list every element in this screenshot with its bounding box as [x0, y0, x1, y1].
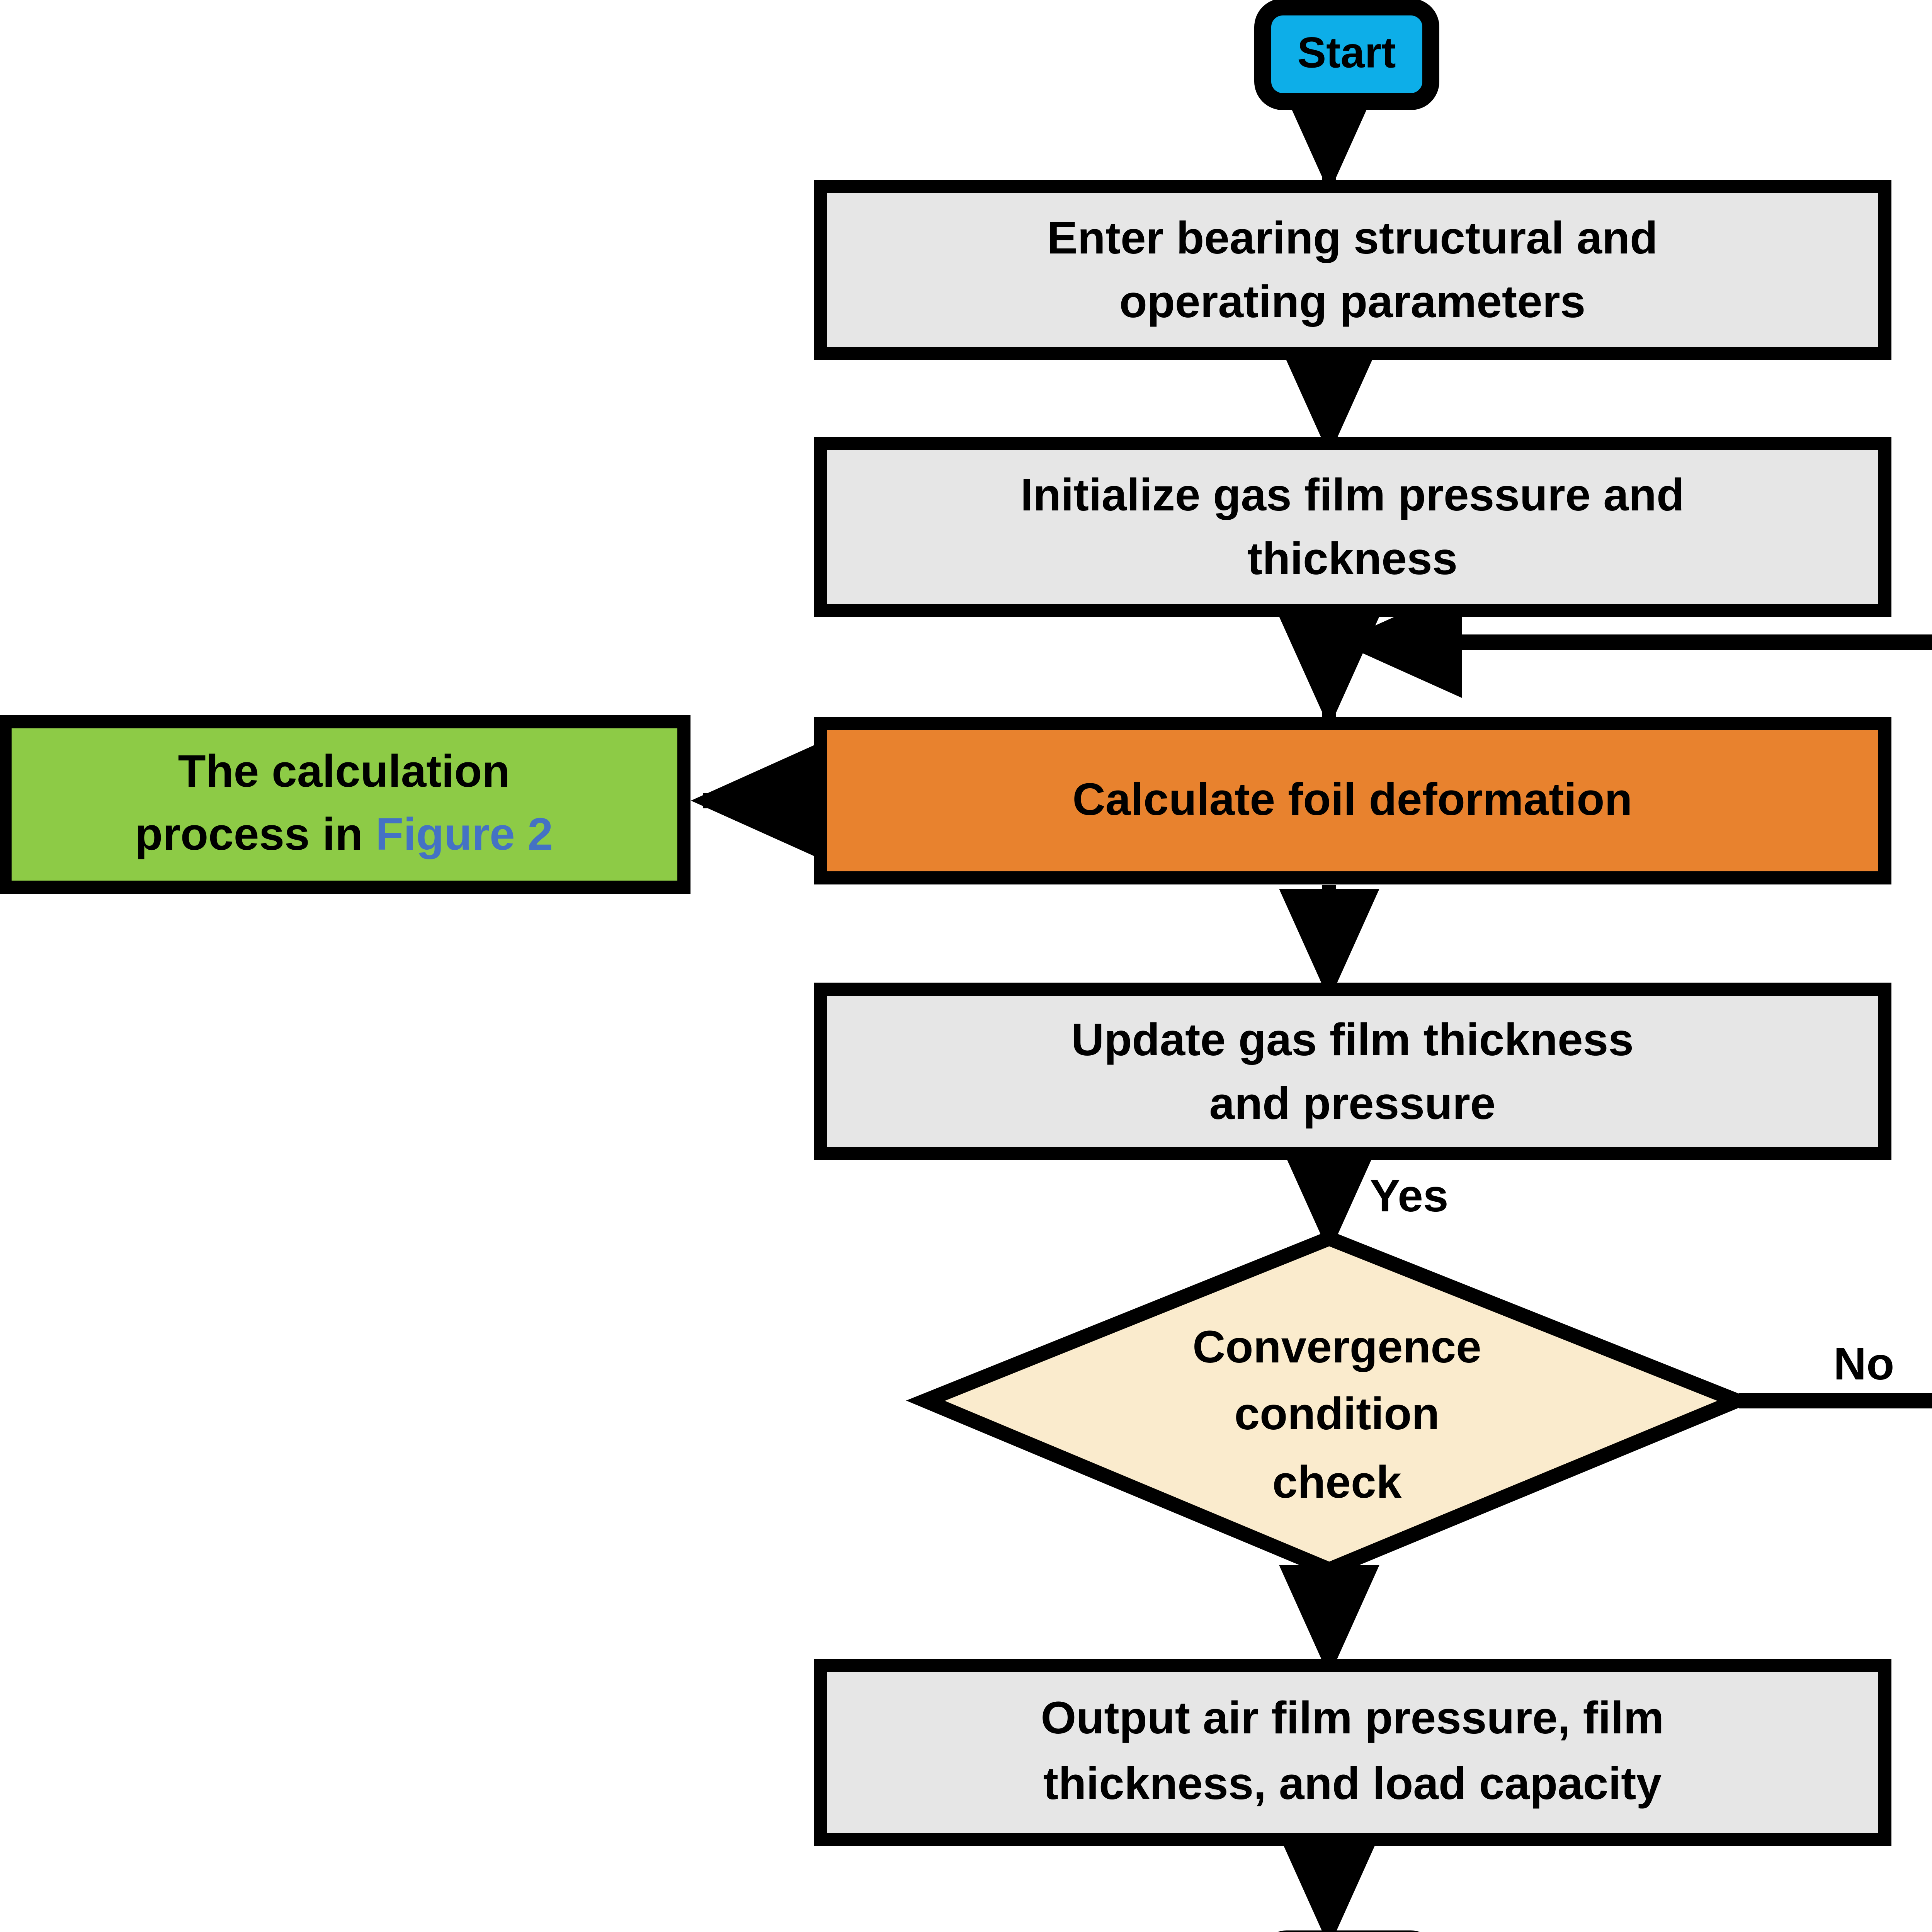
- convergence-shape: [906, 1230, 1757, 1578]
- enter-params-shape: [814, 180, 1891, 360]
- output-shape: [814, 1659, 1891, 1846]
- figure2-link: Figure 2: [376, 809, 553, 860]
- node-update[interactable]: Update gas film thickness and pressure: [814, 983, 1891, 1160]
- note-figure2-line-2: process in Figure 2: [135, 809, 553, 860]
- update-line-2: and pressure: [1209, 1078, 1495, 1129]
- node-convergence[interactable]: Convergence condition check: [906, 1230, 1757, 1578]
- node-calculate-foil[interactable]: Calculate foil deformation: [814, 717, 1891, 884]
- initialize-line-1: Initialize gas film pressure and: [1020, 469, 1684, 520]
- update-shape: [814, 983, 1891, 1160]
- convergence-line-1: Convergence: [1192, 1321, 1481, 1372]
- edge-label-no: No: [1833, 1338, 1894, 1389]
- calculate-foil-label: Calculate foil deformation: [1073, 774, 1633, 825]
- initialize-shape: [814, 437, 1891, 617]
- calculate-foil-shape: [814, 717, 1891, 884]
- start-shape: [1254, 0, 1439, 110]
- node-enter-params[interactable]: Enter bearing structural and operating p…: [814, 180, 1891, 360]
- node-initialize[interactable]: Initialize gas film pressure and thickne…: [814, 437, 1891, 617]
- enter-params-line-2: operating parameters: [1119, 276, 1586, 327]
- edge-convergence-no-loopback: [1338, 587, 1932, 1408]
- note-figure2-line-1: The calculation: [178, 746, 510, 797]
- note-figure2-shape: [0, 715, 690, 894]
- enter-params-line-1: Enter bearing structural and: [1047, 213, 1658, 264]
- convergence-line-3: check: [1272, 1457, 1402, 1508]
- convergence-line-2: condition: [1235, 1388, 1440, 1439]
- start-label: Start: [1297, 29, 1396, 77]
- edge-label-yes: Yes: [1370, 1170, 1448, 1221]
- output-line-2: thickness, and load capacity: [1043, 1758, 1662, 1809]
- initialize-line-2: thickness: [1247, 533, 1458, 584]
- update-line-1: Update gas film thickness: [1071, 1014, 1634, 1065]
- node-output[interactable]: Output air film pressure, film thickness…: [814, 1659, 1891, 1846]
- node-note-figure2[interactable]: The calculation process in Figure 2: [0, 715, 690, 894]
- output-line-1: Output air film pressure, film: [1041, 1692, 1664, 1743]
- note-figure2-line-2-text: process in: [135, 809, 376, 860]
- node-start[interactable]: Start: [1254, 0, 1439, 110]
